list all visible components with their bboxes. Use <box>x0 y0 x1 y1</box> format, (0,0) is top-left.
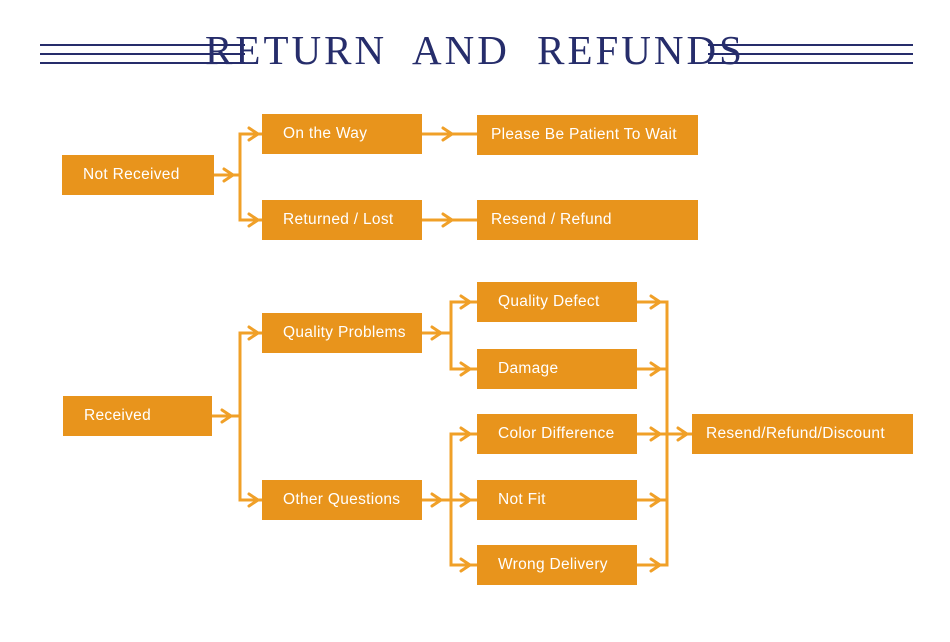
rule-line <box>40 44 245 46</box>
connector <box>238 132 264 222</box>
page-title: RETURN AND REFUNDS <box>205 27 745 73</box>
arrowhead-icon <box>441 126 454 142</box>
node-color-difference: Color Difference <box>477 414 637 454</box>
arrowhead-icon <box>459 426 472 442</box>
arrowhead-icon <box>649 492 662 508</box>
arrowhead-icon <box>649 361 662 377</box>
rule-line <box>708 62 913 64</box>
node-not-received: Not Received <box>62 155 214 195</box>
node-quality-defect: Quality Defect <box>477 282 637 322</box>
title-rule-left <box>40 44 245 64</box>
connector <box>238 331 264 502</box>
arrowhead-icon <box>247 212 260 228</box>
title-rule-right <box>708 44 913 64</box>
arrowhead-icon <box>459 557 472 573</box>
arrowhead-icon <box>459 492 472 508</box>
node-on-the-way: On the Way <box>262 114 422 154</box>
arrowhead-icon <box>247 126 260 142</box>
rule-line <box>40 53 245 55</box>
arrowhead-icon <box>441 212 454 228</box>
connector-lines <box>210 132 694 567</box>
arrowheads <box>220 126 689 573</box>
rule-line <box>708 53 913 55</box>
arrowhead-icon <box>220 408 233 424</box>
node-quality-problems: Quality Problems <box>262 313 422 353</box>
rule-line <box>708 44 913 46</box>
node-received: Received <box>63 396 212 436</box>
arrowhead-icon <box>247 492 260 508</box>
node-returned-lost: Returned / Lost <box>262 200 422 240</box>
arrowhead-icon <box>649 426 662 442</box>
node-resend-refund-discount: Resend/Refund/Discount <box>692 414 913 454</box>
arrowhead-icon <box>247 325 260 341</box>
arrowhead-icon <box>676 426 689 442</box>
arrowhead-icon <box>459 361 472 377</box>
connector <box>449 300 479 371</box>
arrowhead-icon <box>649 294 662 310</box>
node-other-questions: Other Questions <box>262 480 422 520</box>
node-please-be-patient: Please Be Patient To Wait <box>477 115 698 155</box>
node-wrong-delivery: Wrong Delivery <box>477 545 637 585</box>
arrowhead-icon <box>430 492 443 508</box>
node-damage: Damage <box>477 349 637 389</box>
arrowhead-icon <box>459 294 472 310</box>
arrowhead-icon <box>430 325 443 341</box>
rule-line <box>40 62 245 64</box>
arrowhead-icon <box>222 167 235 183</box>
node-not-fit: Not Fit <box>477 480 637 520</box>
arrowhead-icon <box>649 557 662 573</box>
node-resend-refund: Resend / Refund <box>477 200 698 240</box>
